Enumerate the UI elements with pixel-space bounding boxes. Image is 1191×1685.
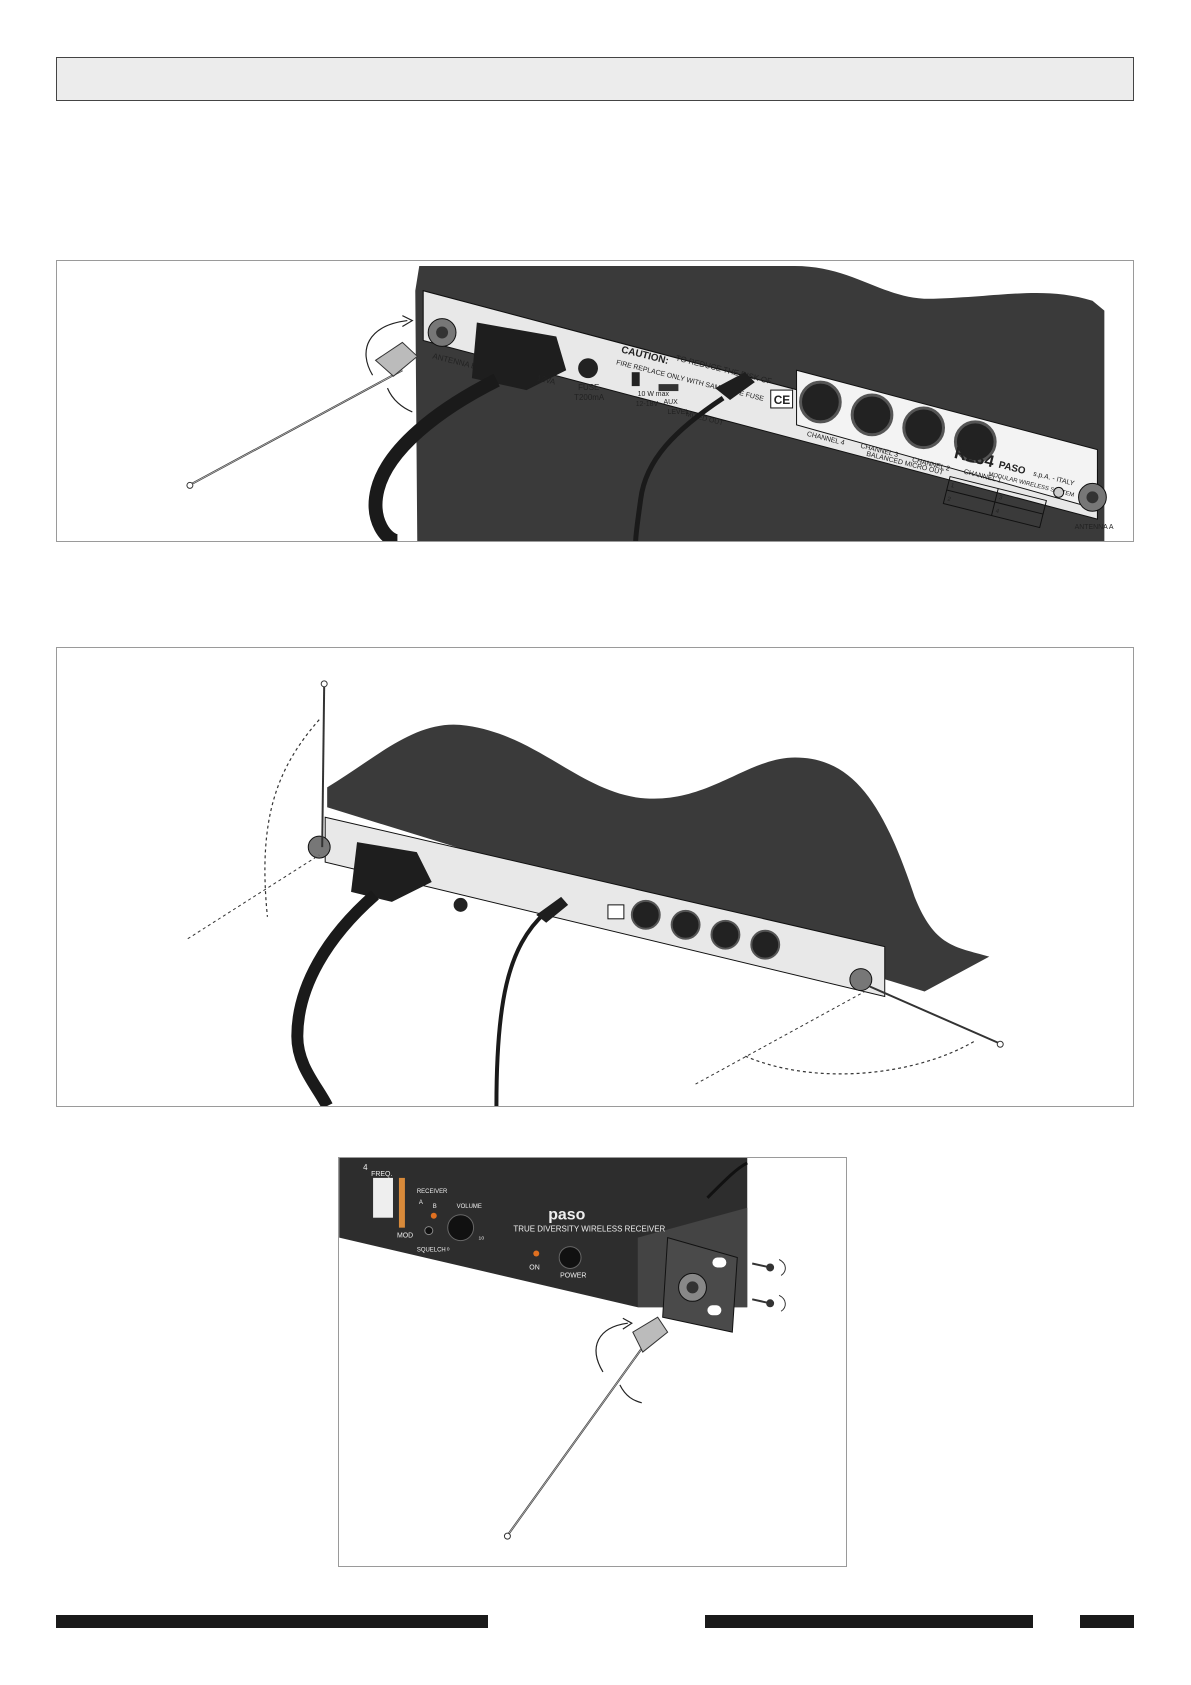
front-panel-illustration: 4 FREQ. MOD RECEIVER A B SQUELCH VOLUME … [339,1158,786,1540]
fuse-label: FUSE [578,383,599,392]
baseline-right [695,991,866,1085]
swing-arc-right [745,1040,975,1075]
rotation-arrow [595,1322,628,1373]
antenna-positioning-illustration [187,680,1004,1106]
on-led [533,1250,540,1257]
mod-label: MOD [397,1233,413,1240]
aux-cable-wire [494,910,548,1106]
figure-antenna-positioning [56,647,1134,1107]
ce-mark-text: CE [774,393,791,407]
receiver-label: RECEIVER [417,1189,448,1195]
power-cable [368,373,500,541]
freq-display [373,1177,393,1218]
vertical-antenna [320,680,328,848]
fuse-holder [453,897,468,912]
fuse-holder [578,358,598,379]
xlr-channel-1 [953,420,997,464]
xlr-channel-2 [902,406,945,450]
rx-b-label: B [433,1204,437,1210]
level-switch [658,384,679,392]
rear-panel-illustration: ANTENNA B 12VA FUSE T200mA CAUTION: TO R… [186,265,1114,541]
svg-text:3: 3 [998,495,1003,502]
antenna-b-connector [307,835,331,859]
mod-meter [398,1177,405,1228]
rear-cable [706,1161,748,1199]
xlr-channel-3 [850,393,894,437]
dc-power-label: 10 W max [638,391,670,398]
level-label: LEVEL [667,409,689,416]
on-label: ON [529,1264,539,1271]
module-slot-grid: 1 2 3 4 [942,475,1048,529]
dc-switch [631,372,640,387]
volume-max: 10 [479,1236,485,1242]
volume-knob [447,1214,475,1242]
header-band [56,57,1134,101]
footer-rule-left [56,1615,488,1628]
mounting-screws [752,1259,786,1312]
swing-arc-left [264,719,320,917]
paso-logo: paso [548,1207,585,1224]
aux-label: AUX [664,399,679,406]
xlr-channel-4 [799,380,842,424]
product-name: TRUE DIVERSITY WIRELESS RECEIVER [513,1225,665,1234]
mounting-bracket [662,1236,738,1333]
power-cable [291,890,379,1106]
footer-rule-middle [705,1615,1033,1628]
figure-rear-antenna-connection: ANTENNA B 12VA FUSE T200mA CAUTION: TO R… [56,260,1134,542]
aux-cable-wire [633,395,725,541]
page-number: 4 [363,1163,368,1172]
footer-rule-right [1080,1615,1134,1628]
antenna-a-label: ANTENNA A [1075,524,1114,531]
power-label: POWER [560,1272,586,1279]
ground-screw [1053,486,1065,498]
figure-front-antenna-mount: 4 FREQ. MOD RECEIVER A B SQUELCH VOLUME … [338,1157,847,1567]
volume-label: VOLUME [457,1204,482,1210]
svg-text:2: 2 [947,497,952,504]
power-plug [351,842,432,902]
antenna-a-connector [849,968,873,992]
rx-led-b [430,1212,437,1219]
aux-cable [715,372,755,401]
baseline-left [187,854,320,940]
rx-a-label: A [419,1200,423,1206]
rotation-arrow [365,319,408,376]
freq-label: FREQ. [371,1171,392,1178]
dc-voltage-label: 12-18V [636,401,659,408]
power-plug [471,322,567,391]
chassis-body [327,724,990,992]
horizontal-antenna [869,985,1000,1045]
squelch-knob [424,1226,434,1236]
svg-text:4: 4 [995,509,1000,516]
svg-text:1: 1 [950,483,955,490]
volume-min: 0 [447,1247,450,1253]
power-button [558,1246,582,1269]
telescopic-antenna [503,1316,669,1540]
telescopic-antenna [186,341,419,489]
squelch-label: SQUELCH [417,1248,446,1254]
fuse-rating: T200mA [574,393,605,402]
ce-mark [770,389,794,409]
